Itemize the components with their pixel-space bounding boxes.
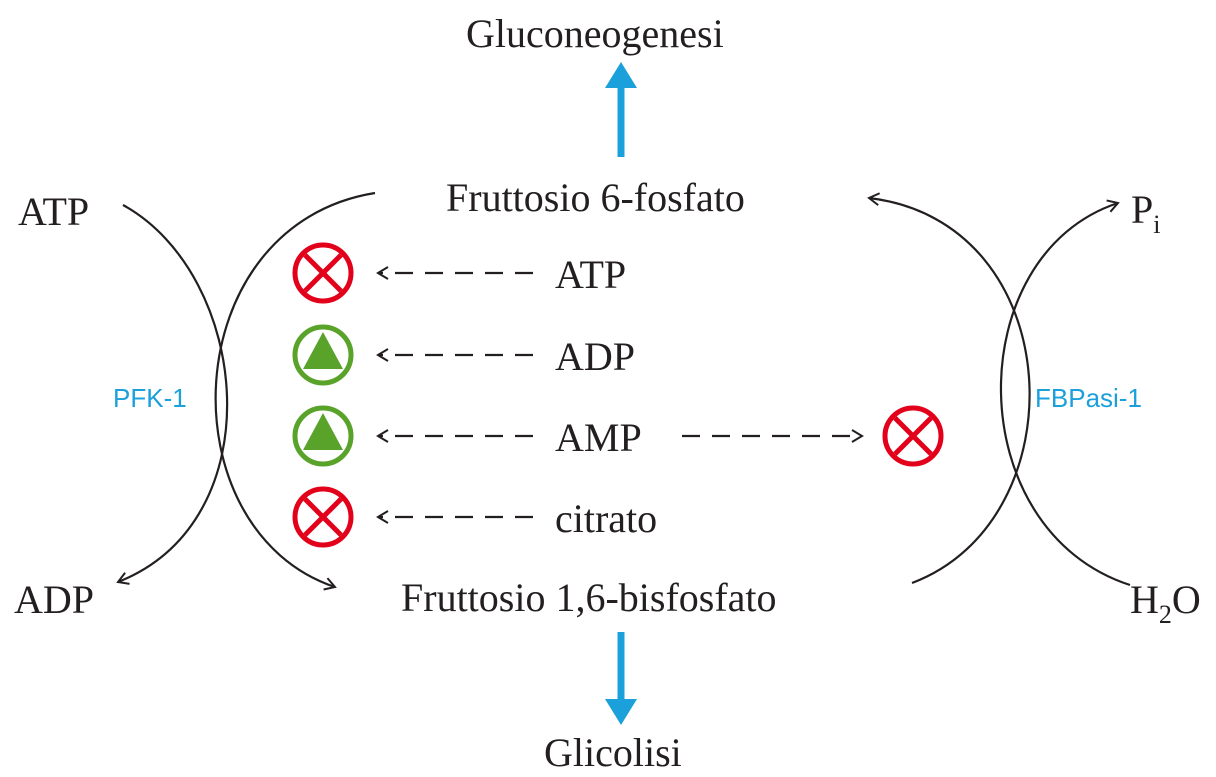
- water-subscript: 2: [1158, 600, 1172, 629]
- f6p-to-f16bp-curve: [214, 191, 376, 591]
- glycolysis-label: Glicolisi: [544, 730, 682, 775]
- inhibit-icon: [292, 242, 354, 304]
- regulator-citrate-label: citrato: [555, 496, 658, 541]
- water-o: O: [1171, 577, 1201, 622]
- atp-to-adp-curve: [116, 204, 229, 585]
- gluconeogenesis-label: Gluconeogenesi: [466, 11, 724, 56]
- regulator-atp-label: ATP: [555, 252, 627, 297]
- activate-icon: [292, 405, 354, 467]
- pfk1-enzyme-label: PFK-1: [113, 383, 187, 413]
- glycolysis-arrow: [605, 632, 637, 725]
- pi-product-label: Pi: [1131, 187, 1160, 238]
- pi-subscript: i: [1153, 210, 1161, 239]
- f16bp-to-f6p-curve: [867, 192, 1031, 585]
- water-h: H: [1130, 577, 1159, 622]
- inhibit-icon: [882, 405, 944, 467]
- regulator-adp-label: ADP: [555, 334, 636, 379]
- pi-base: P: [1131, 187, 1154, 232]
- h2o-to-pi-curve: [999, 199, 1131, 587]
- inhibit-icon: [292, 486, 354, 548]
- fructose-1-6-bisphosphate-label: Fruttosio 1,6-bisfosfato: [401, 575, 777, 620]
- activate-icon: [292, 324, 354, 386]
- water-substrate-label: H2O: [1130, 577, 1201, 628]
- adp-product-label: ADP: [14, 577, 95, 622]
- fructose-6-phosphate-label: Fruttosio 6-fosfato: [446, 175, 745, 220]
- atp-substrate-label: ATP: [18, 189, 90, 234]
- regulator-amp-label: AMP: [555, 415, 642, 460]
- fbpase1-enzyme-label: FBPasi-1: [1035, 383, 1142, 413]
- gluconeogenesis-arrow: [605, 62, 637, 157]
